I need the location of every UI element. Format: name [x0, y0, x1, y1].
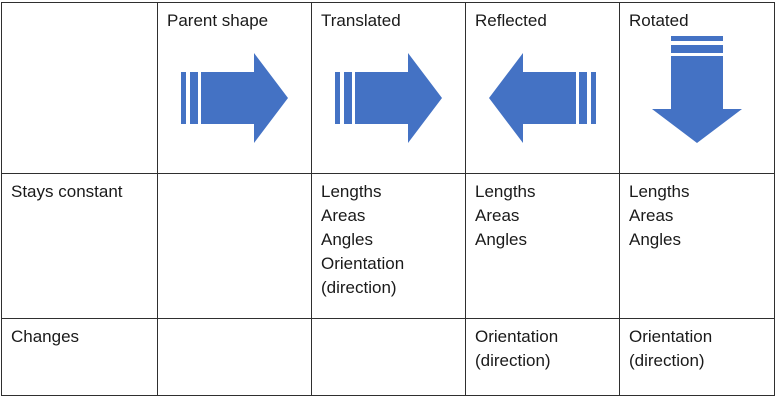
rotated-shape-figure: [629, 36, 765, 150]
stays-constant-rotated-cell: Lengths Areas Angles: [619, 173, 775, 319]
transformations-table: Parent shape Translated: [1, 2, 775, 396]
reflected-shape-figure: [475, 53, 610, 150]
row-label-text: Changes: [11, 327, 80, 346]
table-header-row: Parent shape Translated: [1, 2, 775, 174]
changes-translated-cell: [311, 318, 466, 396]
table-row-changes: Changes Orientation (direction) Orientat…: [1, 318, 775, 396]
parent-shape-figure: [167, 53, 302, 150]
changes-reflected-cell: Orientation (direction): [465, 318, 620, 396]
stays-constant-translated-cell: Lengths Areas Angles Orientation (direct…: [311, 173, 466, 319]
cell-text: Orientation (direction): [629, 327, 713, 370]
header-cell-parent-shape: Parent shape: [157, 2, 312, 174]
row-label-changes: Changes: [1, 318, 158, 396]
striped-arrow-right-icon: [181, 53, 288, 143]
table-row-stays-constant: Stays constant Lengths Areas Angles Orie…: [1, 173, 775, 319]
header-label-rotated: Rotated: [629, 11, 689, 30]
striped-arrow-left-icon: [489, 53, 596, 143]
changes-parent-cell: [157, 318, 312, 396]
header-cell-empty: [1, 2, 158, 174]
striped-arrow-right-icon: [335, 53, 442, 143]
changes-rotated-cell: Orientation (direction): [619, 318, 775, 396]
stays-constant-parent-cell: [157, 173, 312, 319]
cell-text: Lengths Areas Angles: [475, 182, 536, 249]
header-label-translated: Translated: [321, 11, 401, 30]
header-cell-translated: Translated: [311, 2, 466, 174]
striped-arrow-down-icon: [652, 36, 742, 143]
row-label-text: Stays constant: [11, 182, 123, 201]
translated-shape-figure: [321, 53, 456, 150]
header-label-parent-shape: Parent shape: [167, 11, 269, 30]
cell-text: Orientation (direction): [475, 327, 559, 370]
header-cell-rotated: Rotated: [619, 2, 775, 174]
header-label-reflected: Reflected: [475, 11, 547, 30]
stays-constant-reflected-cell: Lengths Areas Angles: [465, 173, 620, 319]
header-cell-reflected: Reflected: [465, 2, 620, 174]
cell-text: Lengths Areas Angles: [629, 182, 690, 249]
row-label-stays-constant: Stays constant: [1, 173, 158, 319]
cell-text: Lengths Areas Angles Orientation (direct…: [321, 182, 405, 297]
